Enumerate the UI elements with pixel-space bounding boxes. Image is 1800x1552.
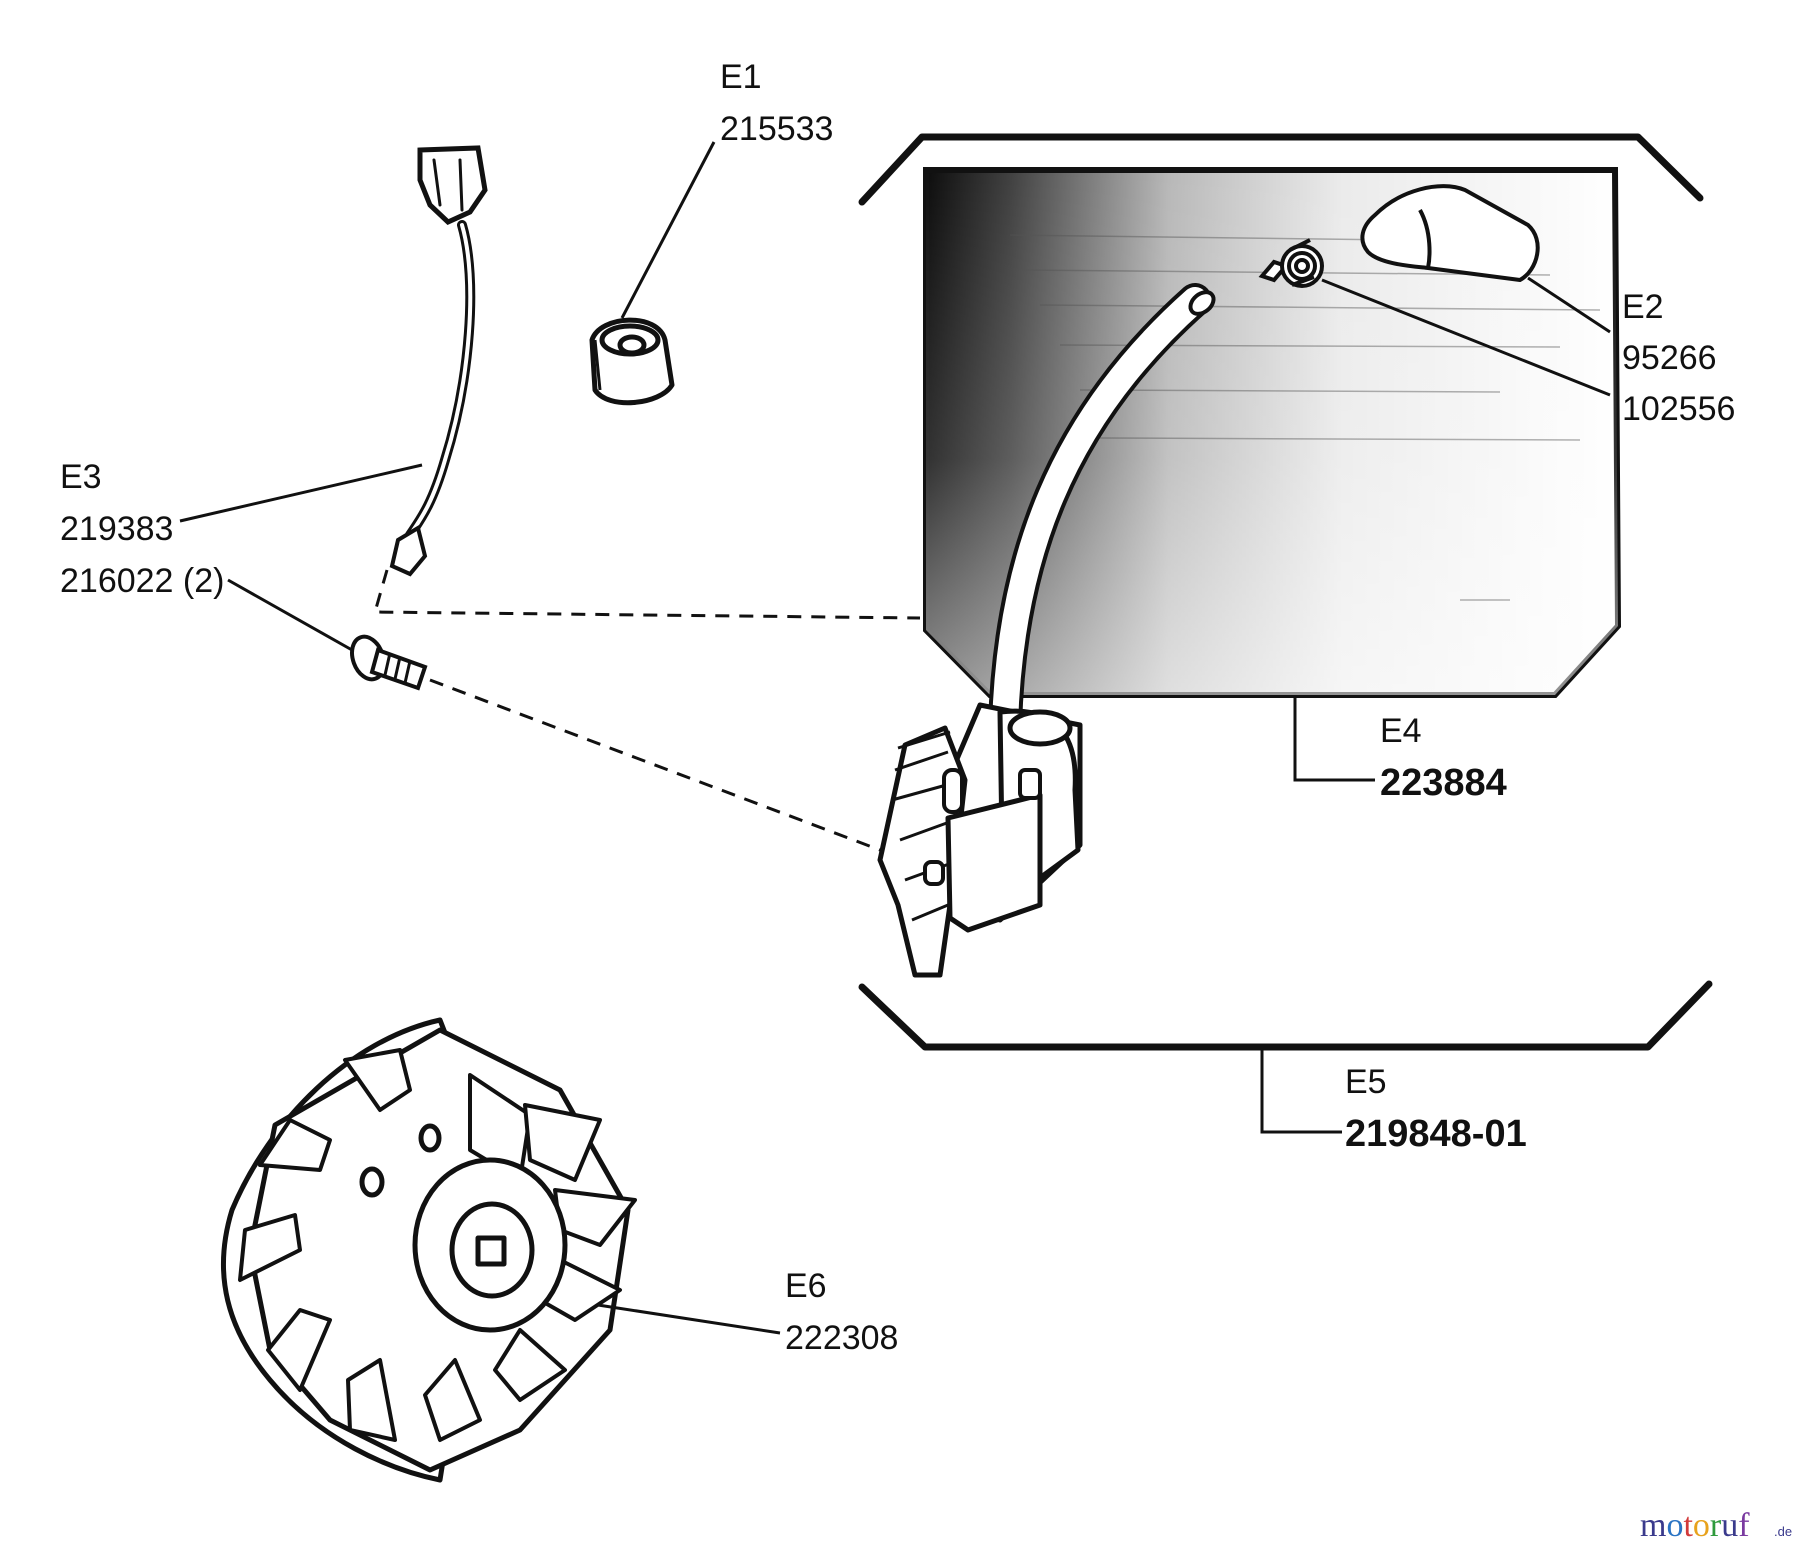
screw-216022 [350, 634, 428, 691]
kit-bracket-e5 [858, 133, 1713, 1051]
label-e3-number-2: 216022 (2) [60, 562, 224, 600]
watermark-letter: u [1721, 1507, 1738, 1544]
watermark-letter: m [1640, 1507, 1666, 1544]
watermark-letter: o [1693, 1507, 1710, 1544]
label-e6-number: 222308 [785, 1319, 898, 1357]
watermark-letter: o [1666, 1507, 1683, 1544]
watermark-letter: r [1710, 1507, 1722, 1544]
label-e2-number-2: 102556 [1622, 390, 1735, 428]
label-e3-ref: E3 [60, 458, 102, 496]
leader-lines [179, 141, 1611, 1335]
part-labels: E1 215533 E2 95266 102556 E3 219383 2160… [60, 58, 1735, 1357]
watermark-letter: t [1683, 1507, 1693, 1544]
label-e5-ref: E5 [1345, 1063, 1387, 1101]
flywheel-e6 [220, 1017, 637, 1483]
label-e4-number: 223884 [1380, 762, 1507, 804]
label-e3-number-1: 219383 [60, 510, 173, 548]
label-e2-ref: E2 [1622, 288, 1664, 326]
grommet-e1 [589, 317, 675, 406]
watermark-logo: motoruf .de [1640, 1507, 1792, 1544]
spark-plug-boot [1360, 184, 1540, 282]
assembly-lines [373, 569, 921, 852]
label-e6-ref: E6 [785, 1267, 827, 1305]
label-e1-number: 215533 [720, 110, 833, 148]
wire-lead-e3 [389, 145, 488, 577]
label-e1-ref: E1 [720, 58, 762, 96]
label-e4-ref: E4 [1380, 712, 1422, 750]
label-e5-number: 219848-01 [1345, 1113, 1527, 1155]
ignition-coil [877, 702, 1083, 978]
spark-plug-spring [1258, 238, 1324, 288]
watermark-tld: .de [1774, 1524, 1792, 1539]
spark-plug-lead [988, 283, 1216, 742]
label-e2-number-1: 95266 [1622, 339, 1717, 377]
watermark-brand: motoruf [1640, 1507, 1750, 1544]
watermark-letter: f [1738, 1507, 1750, 1544]
ignition-module-panel [923, 167, 1622, 698]
